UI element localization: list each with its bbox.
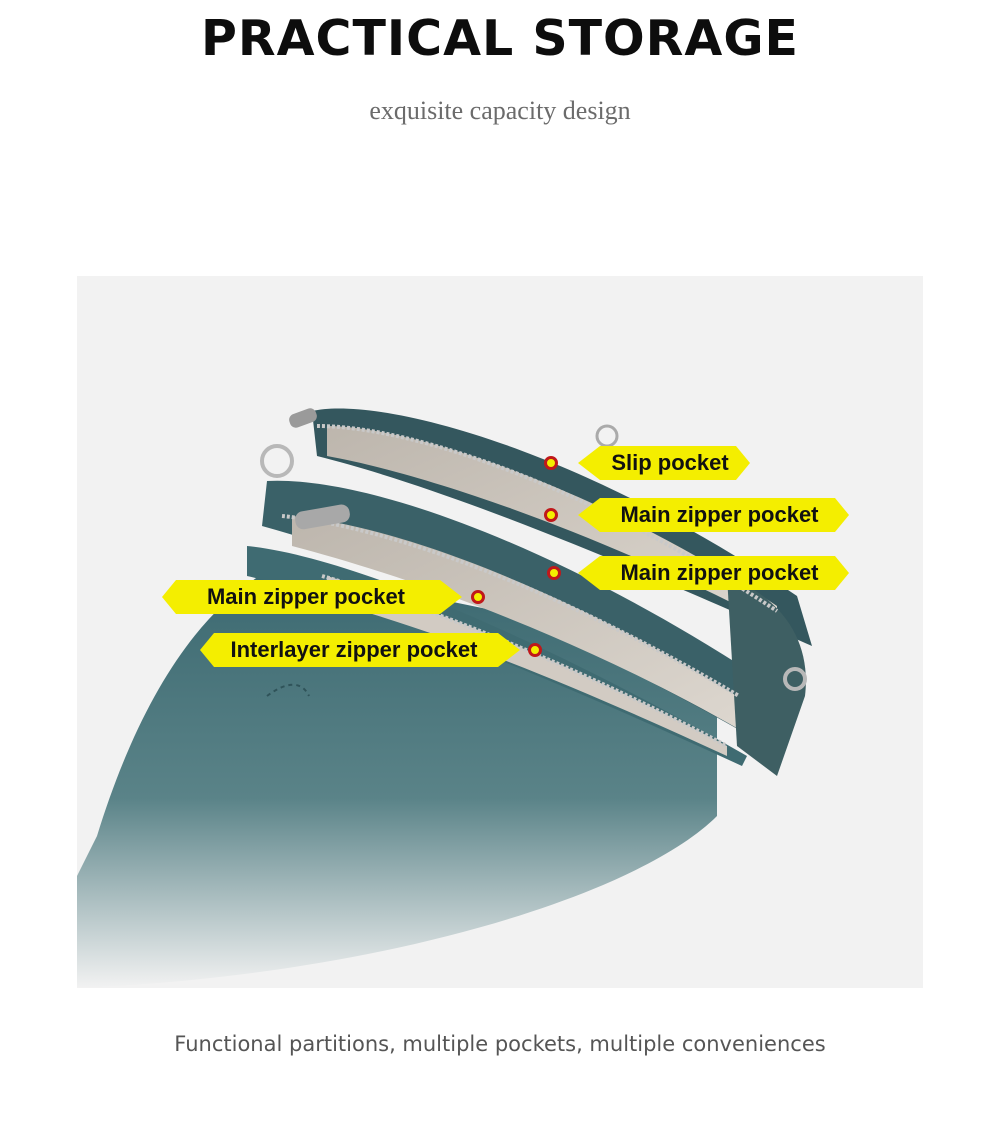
zipper-pull-1 (289, 408, 317, 428)
ring-hardware-2 (783, 667, 807, 691)
pocket-marker (544, 508, 558, 522)
back-lining (327, 426, 777, 626)
product-photo (77, 276, 923, 988)
zipper-1 (316, 424, 779, 613)
clasp (595, 424, 619, 448)
callout-interlayer-zipper-pocket: Interlayer zipper pocket (200, 633, 520, 667)
front-lining (327, 576, 727, 756)
callout-main-zipper-pocket-1: Main zipper pocket (578, 498, 849, 532)
pocket-marker (544, 456, 558, 470)
zipper-pull-2 (295, 504, 350, 530)
page-title: PRACTICAL STORAGE (200, 10, 800, 67)
page-subtitle: exquisite capacity design (369, 96, 631, 125)
handbag-illustration (77, 408, 812, 988)
callout-main-zipper-pocket-2: Main zipper pocket (578, 556, 849, 590)
callout-main-zipper-pocket-3: Main zipper pocket (162, 580, 462, 614)
side-gusset (727, 576, 806, 776)
callout-slip-pocket: Slip pocket (578, 446, 750, 480)
footer-caption: Functional partitions, multiple pockets,… (174, 1032, 826, 1056)
pocket-marker (471, 590, 485, 604)
ring-hardware-1 (260, 444, 294, 478)
pocket-marker (547, 566, 561, 580)
middle-lining (292, 516, 742, 731)
pocket-marker (528, 643, 542, 657)
